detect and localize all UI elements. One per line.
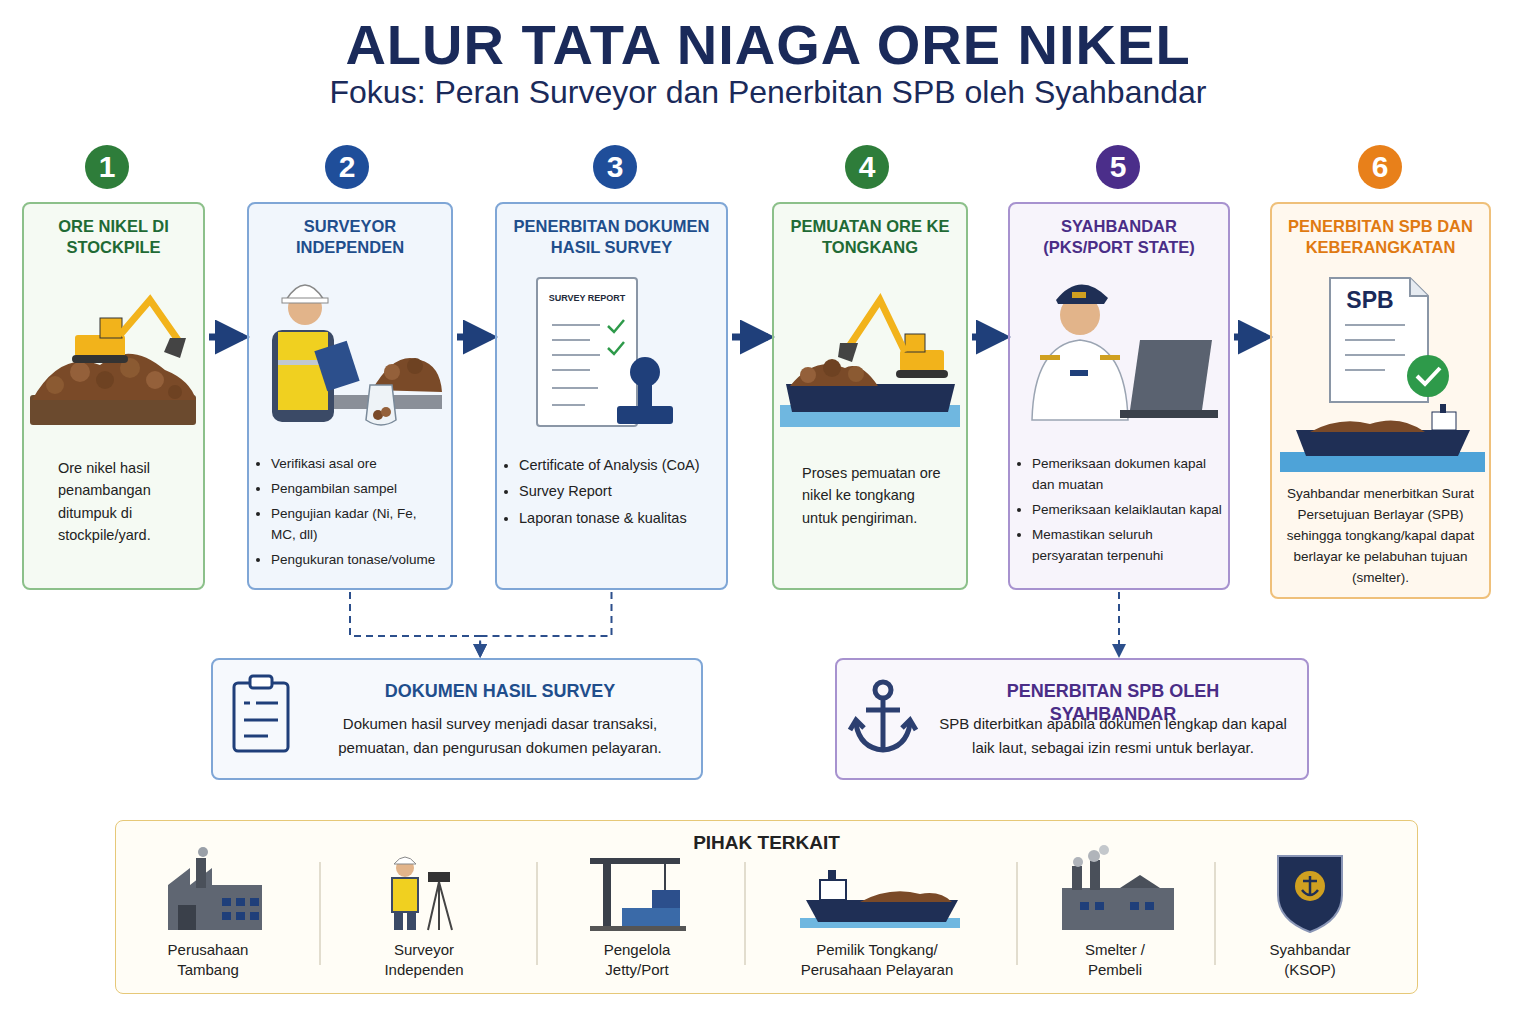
body-text: Dokumen hasil survey menjadi dasar trans… — [313, 712, 687, 760]
clipboard-icon — [234, 676, 288, 751]
box-body: Dokumen hasil survey menjadi dasar trans… — [213, 712, 701, 760]
parties-band: PIHAK TERKAIT — [115, 820, 1418, 994]
box-heading: PENERBITAN DOKUMEN HASIL SURVEY — [501, 216, 722, 259]
bullet-item: Certificate of Analysis (CoA) — [519, 454, 720, 476]
box-heading: PEMUATAN ORE KE TONGKANG — [778, 216, 962, 259]
step-number: 3 — [593, 145, 637, 189]
summary-box: PENERBITAN SPB OLEH SYAHBANDARSPB diterb… — [835, 658, 1309, 780]
step-number: 2 — [325, 145, 369, 189]
dashed-connector — [1118, 592, 1120, 656]
party-name: Surveyor Independen — [374, 940, 474, 981]
box-heading: PIHAK TERKAIT — [116, 831, 1417, 856]
box-heading: SURVEYOR INDEPENDEN — [253, 216, 447, 259]
summary-box: DOKUMEN HASIL SURVEY Dokumen hasil survey… — [211, 658, 703, 780]
box-body: Syahbandar menerbitkan Surat Persetujuan… — [1272, 484, 1489, 589]
box-heading: PENERBITAN SPB DAN KEBERANGKATAN — [1276, 216, 1485, 259]
body-text: SPB diterbitkan apabila dokumen lengkap … — [933, 712, 1293, 760]
jetty-crane-icon — [590, 858, 686, 931]
surveyor-icon — [392, 857, 452, 930]
party-name: Perusahaan Tambang — [158, 940, 258, 981]
bullet-item: Pemeriksaan dokumen kapal dan muatan — [1032, 454, 1222, 496]
box-body: Proses pemuatan ore nikel ke tongkang un… — [774, 462, 966, 529]
process-box: SYAHBANDAR (PKS/PORT STATE) Pemeriksaan d… — [1008, 202, 1230, 590]
box-body: Pemeriksaan dokumen kapal dan muatanPeme… — [1010, 454, 1228, 571]
bullet-list: Verifikasi asal orePengambilan sampelPen… — [249, 454, 451, 571]
bullet-item: Pemeriksaan kelaiklautan kapal — [1032, 500, 1222, 521]
box-body: SPB diterbitkan apabila dokumen lengkap … — [837, 712, 1307, 760]
bullet-item: Pengambilan sampel — [271, 479, 445, 500]
bullet-list: Pemeriksaan dokumen kapal dan muatanPeme… — [1010, 454, 1228, 567]
box-fill — [115, 820, 1418, 994]
box-heading: SYAHBANDAR (PKS/PORT STATE) — [1014, 216, 1224, 259]
bullet-item: Verifikasi asal ore — [271, 454, 445, 475]
dashed-connector — [480, 592, 611, 656]
flow-arrow — [972, 334, 1004, 341]
ksop-shield-icon — [1278, 856, 1342, 932]
body-text: Proses pemuatan ore nikel ke tongkang un… — [802, 462, 952, 529]
box-fill — [835, 658, 1309, 780]
step-circles — [85, 145, 1402, 189]
box-fill — [495, 202, 728, 590]
box-fill — [22, 202, 205, 590]
stockpile-illustration — [30, 300, 196, 425]
bullet-item: Pengukuran tonase/volume — [271, 550, 445, 571]
box-fill — [1270, 202, 1491, 599]
document-title: SURVEY REPORT — [540, 293, 634, 303]
spb-illustration — [1280, 278, 1485, 472]
flow-arrow — [209, 334, 243, 341]
smelter-icon — [1062, 845, 1174, 930]
bullet-item: Laporan tonase & kualitas — [519, 507, 720, 529]
mine-company-icon — [168, 847, 262, 930]
bullet-list: Certificate of Analysis (CoA) Survey Repo… — [497, 454, 726, 529]
surveyor-illustration — [272, 285, 442, 425]
process-box: PEMUATAN ORE KE TONGKANG Proses pemuatan … — [772, 202, 968, 590]
separators — [320, 862, 1215, 965]
box-body: Ore nikel hasil penambangan ditumpuk di … — [24, 457, 203, 547]
subtitle: Fokus: Peran Surveyor dan Penerbitan SPB… — [0, 74, 1536, 111]
flow-arrow — [732, 334, 768, 341]
dashed-connector — [350, 592, 480, 656]
anchor-icon — [850, 682, 916, 750]
process-box: PENERBITAN SPB DAN KEBERANGKATAN Syahband… — [1270, 202, 1491, 599]
body-text: Syahbandar menerbitkan Surat Persetujuan… — [1284, 484, 1477, 589]
box-fill — [247, 202, 453, 590]
document-title: SPB — [1339, 287, 1401, 314]
step-number: 4 — [845, 145, 889, 189]
box-body: Certificate of Analysis (CoA) Survey Repo… — [497, 454, 726, 533]
party-name: Smelter / Pembeli — [1075, 940, 1155, 981]
bullet-item: Survey Report — [519, 480, 720, 502]
barge-illustration — [780, 300, 960, 427]
party-name: Syahbandar (KSOP) — [1260, 940, 1360, 981]
step-number: 5 — [1096, 145, 1140, 189]
process-box: ORE NIKEL DI STOCKPILE Ore nikel hasil pe… — [22, 202, 205, 590]
title: ALUR TATA NIAGA ORE NIKEL — [0, 12, 1536, 77]
process-box: PENERBITAN DOKUMEN HASIL SURVEY Certifica… — [495, 202, 728, 590]
officer-illustration — [1032, 284, 1218, 420]
flow-arrow — [1234, 334, 1266, 341]
party-name: Pengelola Jetty/Port — [587, 940, 687, 981]
step-number: 1 — [85, 145, 129, 189]
box-fill — [772, 202, 968, 590]
report-illustration — [537, 278, 673, 426]
party-name: Pemilik Tongkang/ Perusahaan Pelayaran — [792, 940, 962, 981]
flow-arrow — [457, 334, 491, 341]
bullet-item: Memastikan seluruh persyaratan terpenuhi — [1032, 525, 1222, 567]
box-fill — [1008, 202, 1230, 590]
step-number: 6 — [1358, 145, 1402, 189]
body-text: Ore nikel hasil penambangan ditumpuk di … — [58, 457, 187, 547]
process-box: SURVEYOR INDEPENDEN Verifikasi asal orePe… — [247, 202, 453, 590]
box-fill — [211, 658, 703, 780]
box-heading: ORE NIKEL DI STOCKPILE — [28, 216, 199, 259]
bullet-item: Pengujian kadar (Ni, Fe, MC, dll) — [271, 504, 445, 546]
box-heading: DOKUMEN HASIL SURVEY — [313, 680, 687, 703]
box-body: Verifikasi asal orePengambilan sampelPen… — [249, 454, 451, 575]
barge-owner-icon — [800, 870, 960, 928]
